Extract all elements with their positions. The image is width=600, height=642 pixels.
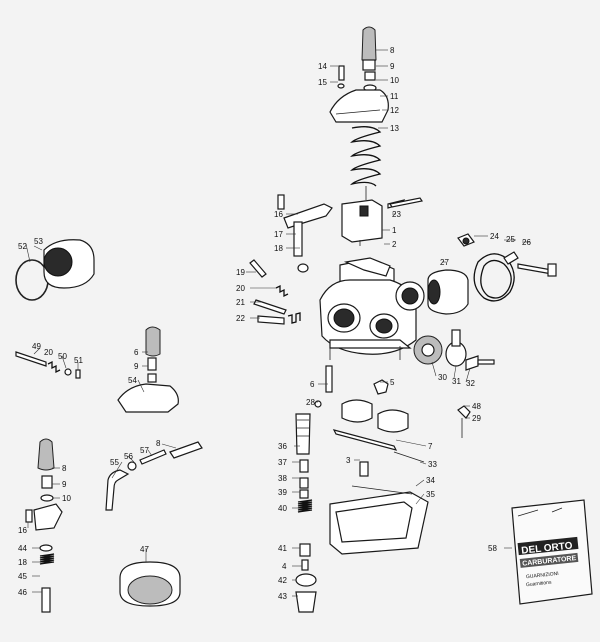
label-10b: 10 [62, 494, 71, 503]
throttle-spring [349, 126, 382, 187]
label-9a: 9 [390, 62, 395, 71]
label-43: 43 [278, 592, 287, 601]
label-11: 11 [390, 92, 399, 101]
label-6a: 6 [310, 380, 315, 389]
packet-line2: Guarnitions [526, 580, 553, 589]
label-45: 45 [18, 572, 27, 581]
label-12: 12 [390, 106, 399, 115]
label-16a: 16 [274, 210, 283, 219]
label-53: 53 [34, 237, 43, 246]
label-29: 29 [472, 414, 481, 423]
label-5: 5 [390, 378, 395, 387]
float-bowl [329, 461, 429, 555]
label-15: 15 [318, 78, 327, 87]
label-44: 44 [18, 544, 27, 553]
jet-stack [295, 413, 317, 613]
part-number-labels: 8 9 10 11 12 13 14 15 16 17 18 19 20 21 … [18, 46, 531, 601]
label-2: 2 [392, 240, 397, 249]
label-23: 23 [392, 210, 401, 219]
label-13: 13 [390, 124, 399, 133]
label-16b: 16 [18, 526, 27, 535]
air-filter-ring [15, 239, 95, 301]
cap-top-assembly [329, 26, 389, 123]
label-26: 26 [522, 238, 531, 247]
label-10a: 10 [390, 76, 399, 85]
label-39: 39 [278, 488, 287, 497]
label-9c: 9 [62, 480, 67, 489]
label-21: 21 [236, 298, 245, 307]
gasket-packet: DEL ORTO CARBURATORE GUARNIZIONI Guarnit… [511, 499, 593, 605]
label-50: 50 [58, 352, 67, 361]
label-34: 34 [426, 476, 435, 485]
label-47: 47 [140, 545, 149, 554]
choke-lever-assembly [277, 194, 333, 273]
label-37: 37 [278, 458, 287, 467]
label-9b: 9 [134, 362, 139, 371]
upper-left-cap [117, 326, 179, 413]
label-17: 17 [274, 230, 283, 239]
label-28: 28 [306, 398, 315, 407]
label-3: 3 [346, 456, 351, 465]
label-14: 14 [318, 62, 327, 71]
label-31: 31 [452, 377, 461, 386]
label-57: 57 [140, 446, 149, 455]
label-8b: 8 [156, 439, 161, 448]
right-side-parts [314, 329, 495, 463]
lower-left-stack [25, 438, 63, 613]
packet-line1: GUARNIZIONI [526, 571, 559, 580]
label-51: 51 [74, 356, 83, 365]
label-54: 54 [128, 376, 137, 385]
label-36: 36 [278, 442, 287, 451]
label-4: 4 [282, 562, 287, 571]
leader-lines [25, 49, 530, 597]
label-30: 30 [438, 373, 447, 382]
label-48: 48 [472, 402, 481, 411]
label-1: 1 [392, 226, 397, 235]
intake-parts [389, 197, 557, 315]
label-40: 40 [278, 504, 287, 513]
packet-brand: DEL ORTO [521, 540, 573, 556]
label-46: 46 [18, 588, 27, 597]
label-25: 25 [506, 235, 515, 244]
carburetor-body [319, 257, 425, 360]
label-6b: 6 [134, 348, 139, 357]
label-35: 35 [426, 490, 435, 499]
label-8c: 8 [62, 464, 67, 473]
label-52: 52 [18, 242, 27, 251]
label-18b: 18 [18, 558, 27, 567]
label-41: 41 [278, 544, 287, 553]
label-49: 49 [32, 342, 41, 351]
label-56: 56 [124, 452, 133, 461]
label-32: 32 [466, 379, 475, 388]
label-22: 22 [236, 314, 245, 323]
label-24: 24 [490, 232, 499, 241]
label-27: 27 [440, 258, 449, 267]
left-screws [249, 259, 301, 325]
label-33: 33 [428, 460, 437, 469]
label-8a: 8 [390, 46, 395, 55]
label-19: 19 [236, 268, 245, 277]
label-42: 42 [278, 576, 287, 585]
label-38: 38 [278, 474, 287, 483]
label-55: 55 [110, 458, 119, 467]
label-20b: 20 [44, 348, 53, 357]
cable-adjuster [105, 441, 203, 511]
label-20a: 20 [236, 284, 245, 293]
label-58: 58 [488, 544, 497, 553]
label-18a: 18 [274, 244, 283, 253]
label-7: 7 [428, 442, 433, 451]
float-bowl-cap [119, 561, 181, 607]
